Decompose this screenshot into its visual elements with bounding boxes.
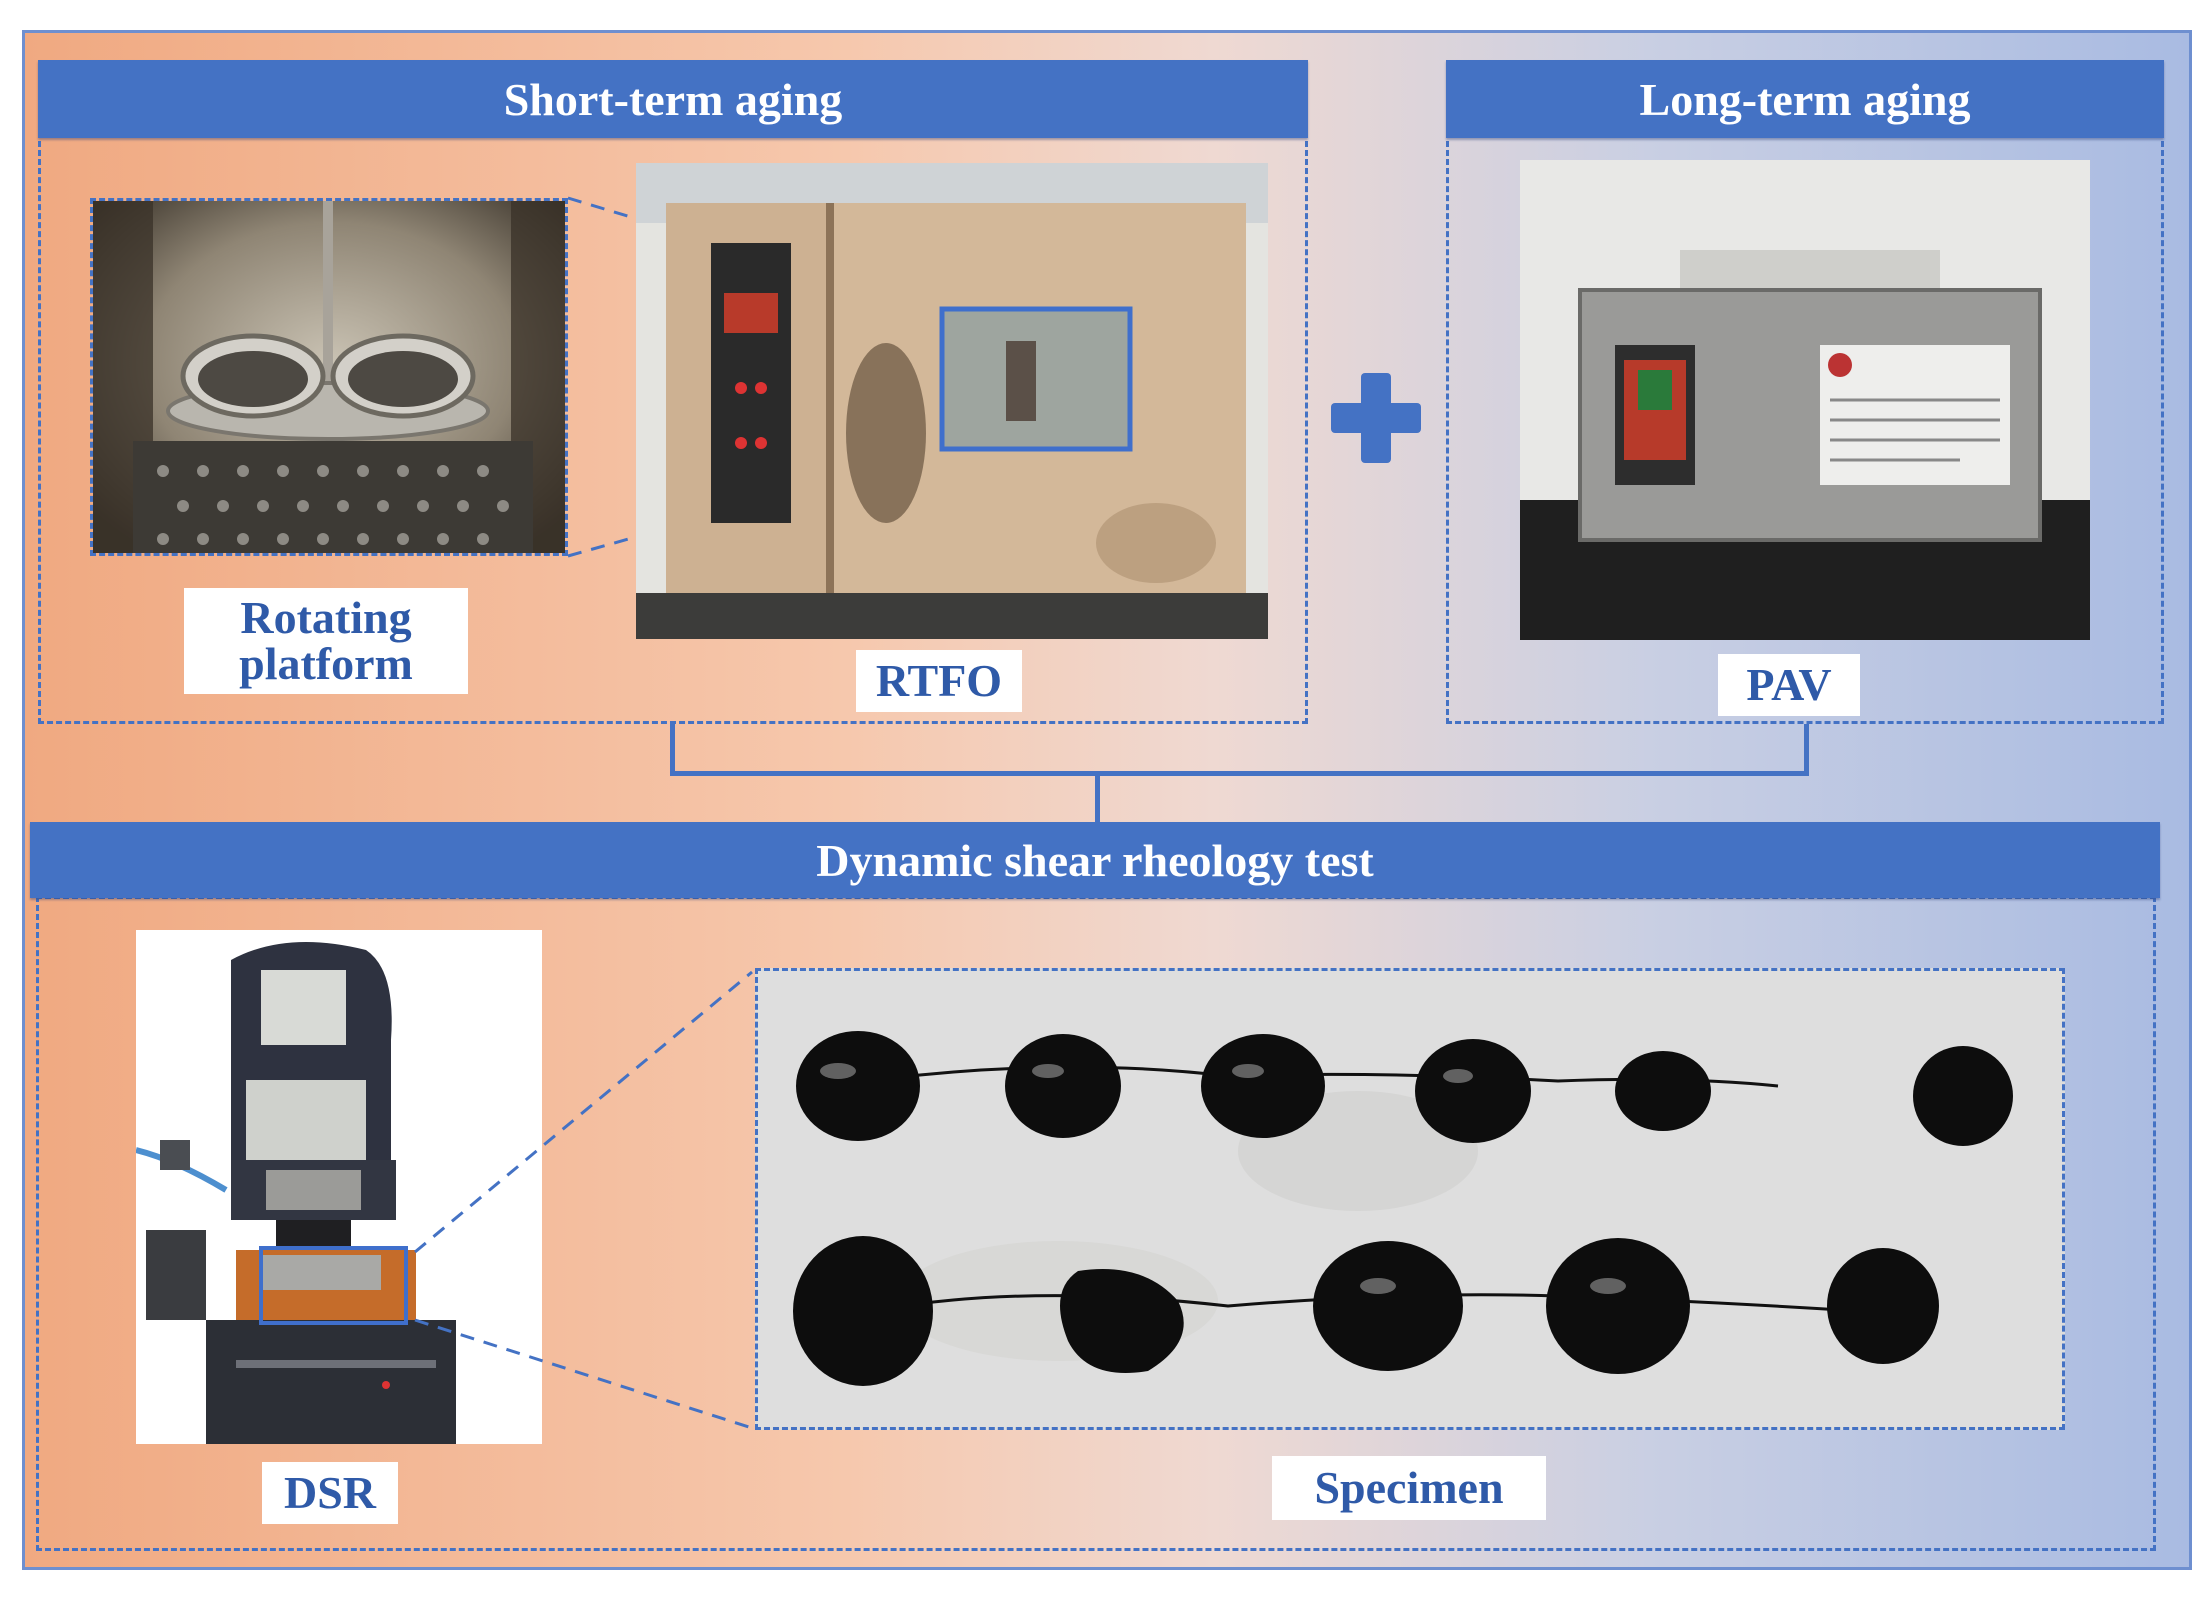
- dsr-test-title: Dynamic shear rheology test: [816, 834, 1374, 886]
- dsr-label: DSR: [262, 1462, 398, 1524]
- rtfo-label: RTFO: [856, 650, 1022, 712]
- short-term-title: Short-term aging: [503, 73, 843, 125]
- connector-right-vertical: [1804, 724, 1809, 776]
- specimen-label: Specimen: [1272, 1456, 1546, 1520]
- rtfo-photo: [636, 163, 1268, 639]
- long-term-banner: Long-term aging: [1446, 60, 2164, 138]
- long-term-title: Long-term aging: [1639, 73, 1971, 125]
- connector-center-vertical: [1095, 776, 1100, 824]
- short-term-banner: Short-term aging: [38, 60, 1308, 138]
- rotating-platform-photo: [90, 198, 568, 556]
- rotating-platform-line1: Rotating: [240, 592, 412, 643]
- specimen-photo: [755, 968, 2065, 1430]
- rotating-platform-line2: platform: [239, 638, 413, 689]
- rotating-platform-label: Rotating platform: [184, 588, 468, 694]
- rtfo-label-text: RTFO: [875, 655, 1003, 706]
- dsr-photo: [136, 930, 542, 1444]
- dsr-label-text: DSR: [283, 1467, 377, 1518]
- plus-icon: [1331, 373, 1421, 463]
- connector-horizontal: [670, 771, 1809, 776]
- specimen-label-text: Specimen: [1314, 1462, 1504, 1513]
- pav-label-text: PAV: [1746, 659, 1832, 710]
- dsr-test-banner: Dynamic shear rheology test: [30, 822, 2160, 898]
- connector-left-vertical: [670, 724, 675, 776]
- pav-photo: [1520, 160, 2090, 640]
- pav-label: PAV: [1718, 654, 1860, 716]
